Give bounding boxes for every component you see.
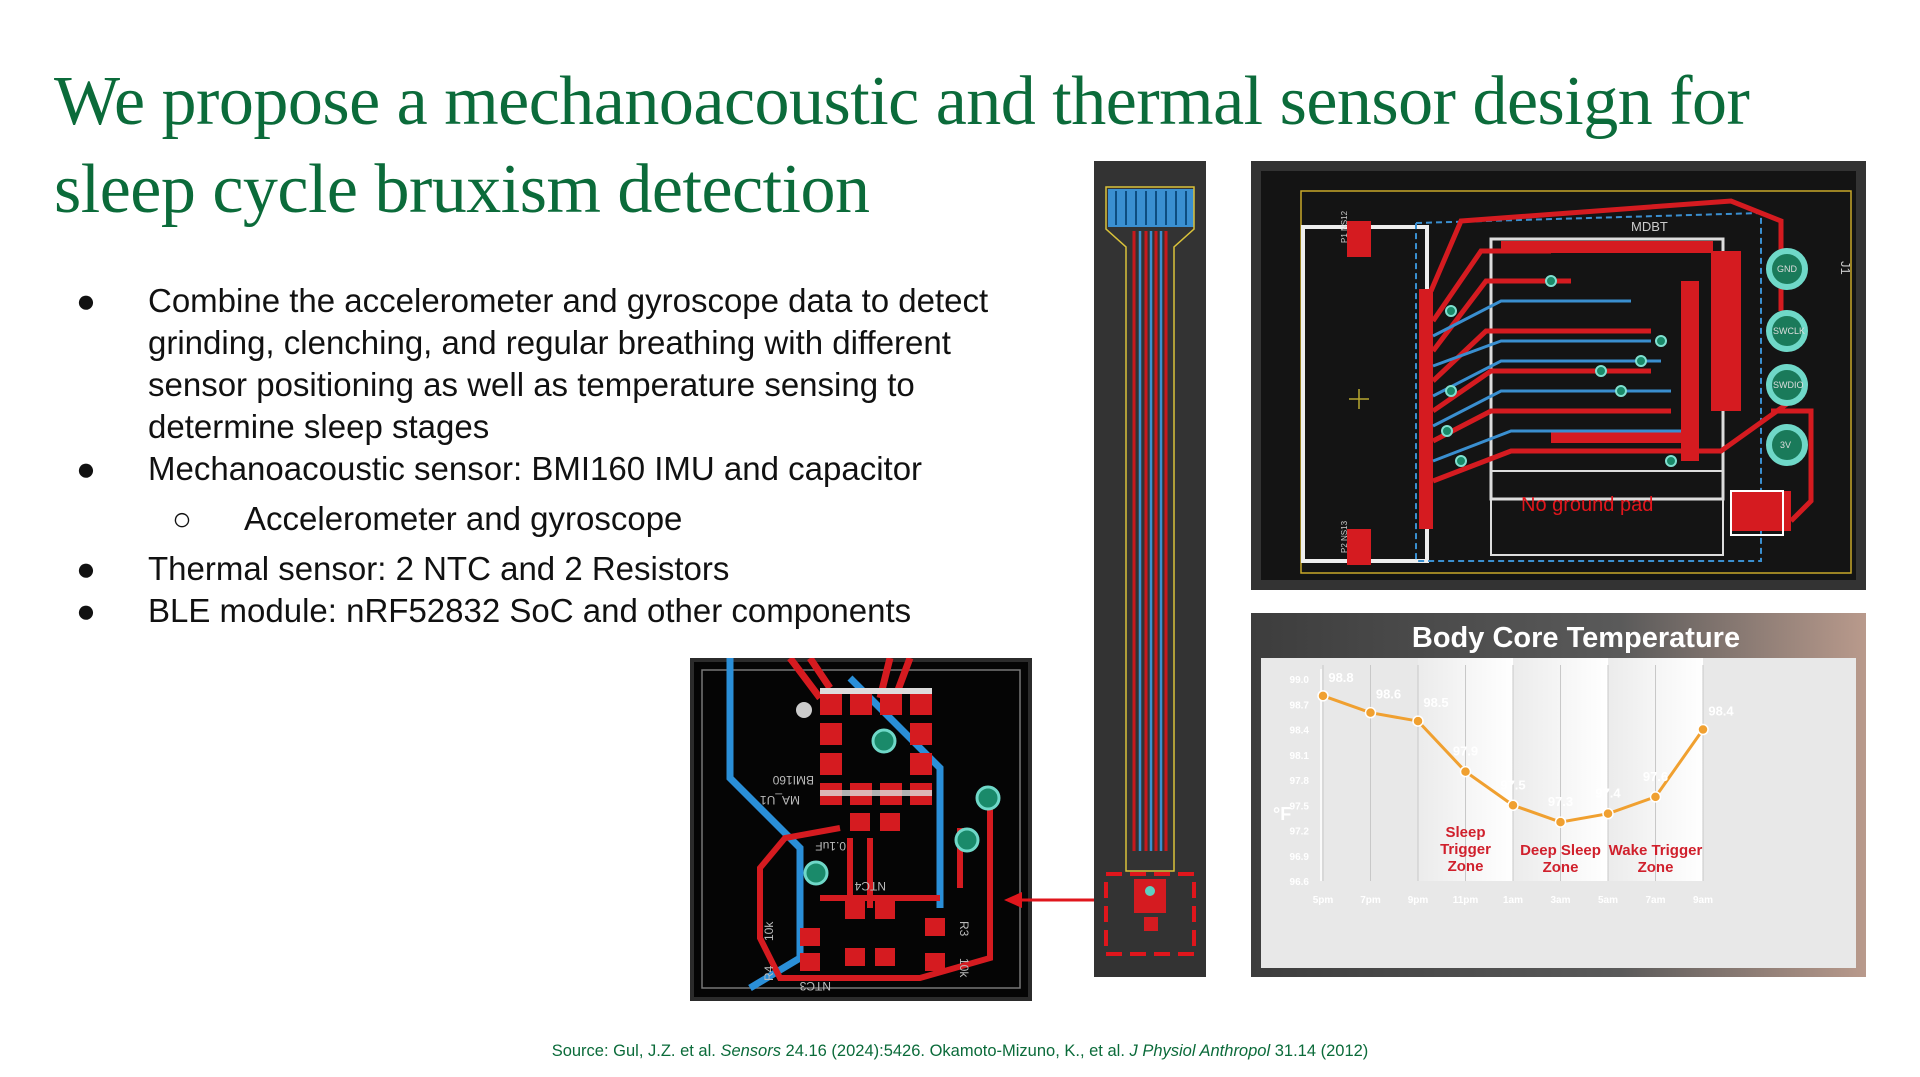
pcb-label-ma: MA_U1 — [760, 793, 800, 807]
pcb-label-r4: R4 — [762, 965, 776, 981]
pcb-j1-label: J1 — [1838, 261, 1853, 275]
bullet-dot-icon: ● — [76, 592, 96, 629]
chart-y-tick-label: 96.9 — [1290, 852, 1310, 863]
slide-title: We propose a mechanoacoustic and thermal… — [54, 63, 1750, 228]
chart-data-point — [1554, 816, 1567, 828]
bullet-circle-icon: ○ — [172, 500, 192, 537]
chart-x-tick-label: 1am — [1503, 895, 1523, 906]
chart-data-label: 97.6 — [1643, 769, 1668, 784]
pcb-detail-image: BMI160 MA_U1 0.1uF NTC4 NTC3 R3 10k R4 1… — [690, 658, 1032, 1001]
pcb-pin-label: 3V — [1780, 440, 1791, 450]
chart-x-tick-label: 5am — [1598, 895, 1618, 906]
bullet-item: ● Combine the accelerometer and gyroscope… — [76, 280, 1056, 448]
chart-y-tick-label: 99.0 — [1290, 675, 1310, 686]
bullet-text: BLE module: nRF52832 SoC and other compo… — [148, 592, 912, 629]
pcb-p2-label: P2 NS13 — [1340, 520, 1349, 553]
pcb-pin-label: GND — [1777, 264, 1798, 274]
sub-bullet-item: ○ Accelerometer and gyroscope — [76, 498, 1056, 540]
chart-y-axis-label: °F — [1273, 804, 1291, 824]
chart-x-tick-label: 5pm — [1313, 895, 1334, 906]
chart-data-label: 98.5 — [1423, 695, 1448, 710]
pcb-label-bmi: BMI160 — [772, 773, 814, 787]
bullet-dot-icon: ● — [76, 450, 96, 487]
chart-data-label: 97.9 — [1453, 744, 1478, 759]
chart-title: Body Core Temperature — [1412, 622, 1740, 654]
pcb-no-ground-label: No ground pad — [1521, 494, 1653, 516]
chart-data-label: 97.3 — [1548, 794, 1573, 809]
bullet-item: ● Mechanoacoustic sensor: BMI160 IMU and … — [76, 448, 1056, 490]
pcb-p1-label: P1 NS12 — [1340, 210, 1349, 243]
bullet-list: ● Combine the accelerometer and gyroscope… — [76, 280, 1056, 632]
bullet-item: ● BLE module: nRF52832 SoC and other comp… — [76, 590, 1056, 632]
chart-data-point — [1602, 807, 1614, 820]
chart-zone-label: Zone — [1638, 859, 1674, 876]
zoom-arrow — [1004, 892, 1108, 908]
chart-data-label: 97.5 — [1500, 777, 1525, 792]
chart-x-tick-label: 11pm — [1453, 895, 1479, 906]
chart-x-tick-label: 7pm — [1360, 895, 1381, 906]
chart-zone-label: Sleep — [1445, 824, 1485, 841]
bullet-text: Mechanoacoustic sensor: BMI160 IMU and c… — [148, 450, 923, 487]
chart-y-tick-label: 98.7 — [1290, 700, 1310, 711]
chart-y-tick-label: 97.5 — [1290, 801, 1310, 812]
chart-zone-label: Trigger — [1440, 841, 1491, 858]
pcb-label-r3: R3 — [957, 921, 971, 937]
pcb-label-ntc3: NTC3 — [799, 979, 831, 993]
body-temperature-chart: Body Core Temperature °F 99.0 98.7 98.4 98.… — [1251, 613, 1866, 977]
chart-data-label: 97.4 — [1595, 786, 1621, 801]
flex-pcb-image — [1094, 161, 1206, 977]
chart-x-tick-label: 9am — [1693, 895, 1713, 906]
chart-zone-label: Zone — [1543, 859, 1579, 876]
pcb-label-r3-value: 10k — [957, 958, 971, 978]
chart-y-tick-label: 97.2 — [1290, 827, 1310, 838]
source-citation: Source: Gul, J.Z. et al. Sensors 24.16 (… — [551, 1042, 1369, 1060]
pcb-pin-label: SWDIO — [1773, 380, 1804, 390]
chart-data-label: 98.4 — [1708, 704, 1734, 719]
chart-x-tick-label: 9pm — [1408, 895, 1429, 906]
chart-y-tick-label: 98.4 — [1290, 726, 1310, 737]
bullet-text: Accelerometer and gyroscope — [244, 500, 683, 537]
pcb-label-cap: 0.1uF — [815, 839, 846, 853]
chart-x-tick-label: 3am — [1550, 895, 1570, 906]
ble-pcb-image: No ground pad J1 P1 NS12 P2 NS13 MDBT GN… — [1251, 161, 1866, 590]
pcb-label-r4-value: 10k — [762, 921, 776, 941]
chart-data-point — [1412, 715, 1424, 727]
chart-data-point — [1649, 791, 1662, 803]
bullet-dot-icon: ● — [76, 550, 96, 587]
chart-data-label: 98.8 — [1328, 670, 1353, 685]
bullet-text: Combine the accelerometer and gyroscope … — [148, 282, 989, 445]
chart-data-point — [1697, 723, 1709, 736]
chart-x-tick-label: 7am — [1645, 895, 1665, 906]
chart-zone-label: Zone — [1448, 858, 1484, 875]
chart-data-point — [1317, 690, 1329, 702]
chart-data-point — [1364, 706, 1377, 719]
chart-data-label: 98.6 — [1376, 687, 1401, 702]
pcb-pin-label: SWCLK — [1773, 326, 1805, 336]
chart-zone-label: Deep Sleep — [1520, 842, 1601, 859]
chart-data-point — [1507, 799, 1519, 811]
chart-data-point — [1459, 765, 1472, 778]
chart-y-tick-label: 96.6 — [1290, 877, 1310, 888]
bullet-item: ● Thermal sensor: 2 NTC and 2 Resistors — [76, 548, 1056, 590]
chart-zone-label: Wake Trigger — [1609, 842, 1703, 859]
bullet-text: Thermal sensor: 2 NTC and 2 Resistors — [148, 550, 730, 587]
pcb-mdbt-label: MDBT — [1631, 219, 1668, 234]
bullet-dot-icon: ● — [76, 282, 96, 319]
chart-y-tick-label: 98.1 — [1290, 751, 1310, 762]
chart-y-tick-label: 97.8 — [1290, 776, 1310, 787]
pcb-label-ntc4: NTC4 — [854, 879, 886, 893]
